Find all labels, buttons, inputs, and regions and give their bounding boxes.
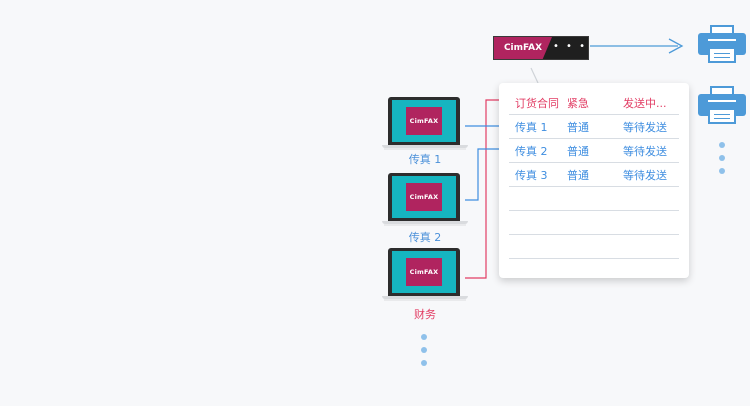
more-dot: [719, 155, 725, 161]
laptop-icon: CimFAX: [388, 97, 460, 145]
job-status: 等待发送: [623, 169, 667, 182]
job-status: 等待发送: [623, 121, 667, 134]
cimfax-device-logo: CimFAX: [494, 37, 552, 59]
printer-icon: [698, 86, 746, 126]
cimfax-logo: CimFAX: [406, 183, 442, 211]
more-dot: [421, 360, 427, 366]
laptop-label-fax1: 传真 1: [408, 153, 442, 166]
queue-row: 传真 1 普通 等待发送: [509, 115, 679, 139]
laptop-icon: CimFAX: [388, 248, 460, 296]
queue-row-active: 订货合同 紧急 发送中...: [509, 91, 679, 115]
more-dot: [421, 334, 427, 340]
connector-device-panel: [530, 67, 539, 84]
laptop-label-fax2: 传真 2: [408, 231, 442, 244]
job-priority: 紧急: [567, 97, 589, 110]
connector-fax2: [465, 148, 500, 201]
laptop-finance: CimFAX: [382, 248, 468, 308]
job-name: 订货合同: [515, 97, 559, 110]
cimfax-logo: CimFAX: [406, 258, 442, 286]
job-priority: 普通: [567, 169, 589, 182]
job-name: 传真 2: [515, 145, 548, 158]
laptop-label-finance: 财务: [414, 308, 436, 321]
more-dot: [719, 142, 725, 148]
arrow-head: [668, 38, 684, 54]
more-dot: [719, 168, 725, 174]
cimfax-logo: CimFAX: [406, 107, 442, 135]
laptop-fax1: CimFAX: [382, 97, 468, 157]
more-dot: [421, 347, 427, 353]
queue-row: 传真 2 普通 等待发送: [509, 139, 679, 163]
queue-row: 传真 3 普通 等待发送: [509, 163, 679, 187]
queue-row-empty: [509, 187, 679, 211]
laptop-icon: CimFAX: [388, 173, 460, 221]
job-status: 等待发送: [623, 145, 667, 158]
ellipsis-dots-icon: • • •: [552, 41, 588, 52]
job-name: 传真 3: [515, 169, 548, 182]
printer-icon: [698, 25, 746, 65]
cimfax-device: CimFAX • • •: [493, 36, 589, 60]
job-status: 发送中...: [623, 97, 667, 110]
job-priority: 普通: [567, 121, 589, 134]
connector-finance: [465, 99, 500, 279]
fax-queue-panel: 订货合同 紧急 发送中... 传真 1 普通 等待发送 传真 2 普通 等待发送…: [499, 83, 689, 278]
job-priority: 普通: [567, 145, 589, 158]
job-name: 传真 1: [515, 121, 548, 134]
queue-row-empty: [509, 211, 679, 235]
laptop-fax2: CimFAX: [382, 173, 468, 233]
queue-row-empty: [509, 235, 679, 259]
